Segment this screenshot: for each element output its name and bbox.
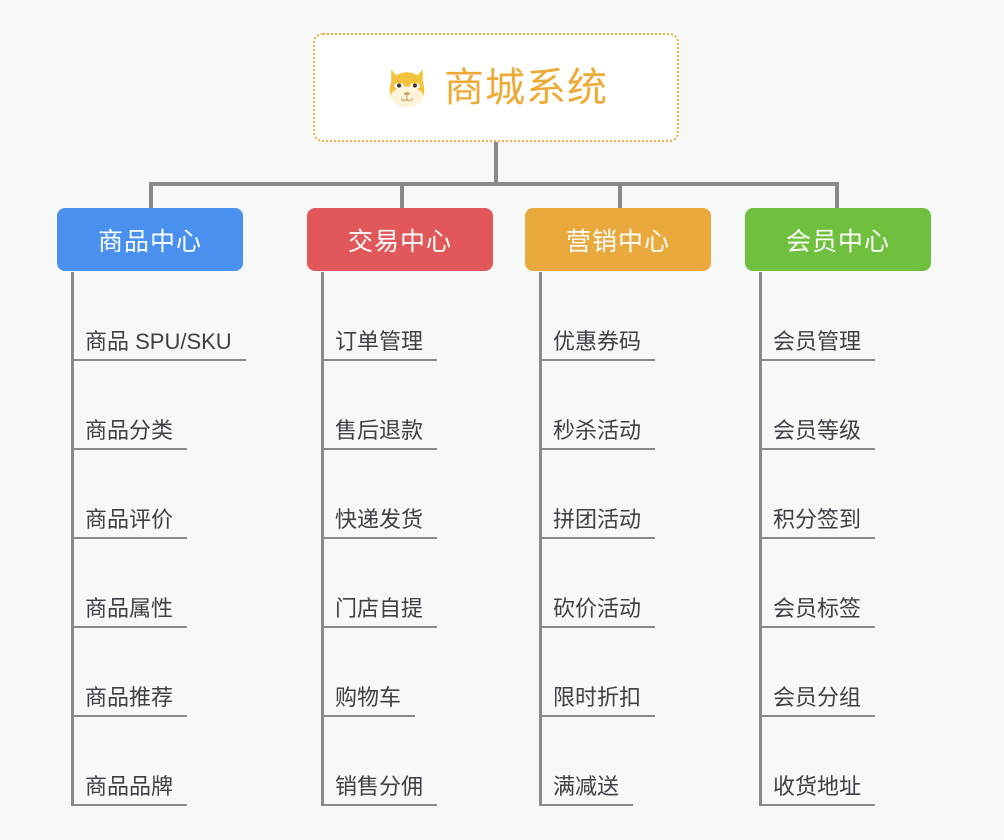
leaf-item[interactable]: 优惠券码 — [539, 272, 656, 361]
leaf-item[interactable]: 售后退款 — [321, 361, 438, 450]
root-node[interactable]: 商城系统 — [313, 33, 679, 142]
leaf-item-label: 购物车 — [335, 684, 402, 710]
leaf-item-label: 拼团活动 — [553, 506, 642, 532]
leaf-item-label: 优惠券码 — [553, 328, 642, 354]
leaf-item-label: 会员标签 — [773, 595, 862, 621]
root-title: 商城系统 — [444, 65, 608, 110]
category-label-trade: 交易中心 — [347, 227, 452, 256]
leaf-item-label: 会员管理 — [773, 328, 862, 354]
leaf-item-label: 商品推荐 — [85, 684, 174, 710]
leaf-item[interactable]: 商品属性 — [71, 539, 188, 628]
leaf-item-label: 商品属性 — [85, 595, 174, 621]
leaf-item-label: 砍价活动 — [553, 595, 642, 621]
leaf-trunk — [71, 272, 74, 806]
leaf-item[interactable]: 积分签到 — [759, 450, 876, 539]
connector-drop-3 — [618, 182, 622, 210]
leaf-item-label: 商品评价 — [85, 506, 174, 532]
leaf-item[interactable]: 收货地址 — [759, 717, 876, 806]
leaf-item[interactable]: 商品推荐 — [71, 628, 188, 717]
leaf-item-label: 门店自提 — [335, 595, 424, 621]
leaf-item[interactable]: 会员管理 — [759, 272, 876, 361]
leaf-item[interactable]: 销售分佣 — [321, 717, 438, 806]
leaf-item[interactable]: 满减送 — [539, 717, 634, 806]
leaf-item-label: 快递发货 — [335, 506, 424, 532]
leaf-item-label: 满减送 — [553, 773, 620, 799]
leaf-item[interactable]: 拼团活动 — [539, 450, 656, 539]
category-box-trade[interactable]: 交易中心 — [307, 208, 493, 271]
leaf-item[interactable]: 会员分组 — [759, 628, 876, 717]
leaf-item-label: 售后退款 — [335, 417, 424, 443]
leaf-item[interactable]: 快递发货 — [321, 450, 438, 539]
connector-drop-1 — [149, 182, 153, 210]
leaf-trunk — [321, 272, 324, 806]
connector-horizontal-bus — [149, 182, 839, 186]
leaf-item[interactable]: 限时折扣 — [539, 628, 656, 717]
category-label-product: 商品中心 — [97, 227, 202, 256]
connector-drop-4 — [835, 182, 839, 210]
leaf-item[interactable]: 购物车 — [321, 628, 416, 717]
connector-root-stem — [494, 142, 498, 184]
leaf-item-label: 商品分类 — [85, 417, 174, 443]
connector-drop-2 — [400, 182, 404, 210]
leaf-item-label: 销售分佣 — [335, 773, 424, 799]
category-box-member[interactable]: 会员中心 — [745, 208, 931, 271]
leaf-item-label: 积分签到 — [773, 506, 862, 532]
shiba-dog-face-icon — [389, 68, 425, 107]
leaf-item[interactable]: 商品品牌 — [71, 717, 188, 806]
leaf-item[interactable]: 商品评价 — [71, 450, 188, 539]
leaf-item[interactable]: 会员等级 — [759, 361, 876, 450]
leaf-item[interactable]: 门店自提 — [321, 539, 438, 628]
leaf-item[interactable]: 商品 SPU/SKU — [71, 272, 246, 361]
leaf-trunk — [759, 272, 762, 806]
leaf-item-label: 商品 SPU/SKU — [85, 328, 232, 354]
leaf-item[interactable]: 会员标签 — [759, 539, 876, 628]
leaf-item-label: 限时折扣 — [553, 684, 642, 710]
leaf-item[interactable]: 商品分类 — [71, 361, 188, 450]
leaf-item-label: 收货地址 — [773, 773, 862, 799]
leaf-item-label: 会员分组 — [773, 684, 862, 710]
leaf-item-label: 订单管理 — [335, 328, 424, 354]
leaf-item[interactable]: 秒杀活动 — [539, 361, 656, 450]
leaf-item-label: 会员等级 — [773, 417, 862, 443]
category-box-product[interactable]: 商品中心 — [57, 208, 243, 271]
leaf-item-label: 商品品牌 — [85, 773, 174, 799]
category-label-marketing: 营销中心 — [565, 227, 670, 256]
leaf-item[interactable]: 砍价活动 — [539, 539, 656, 628]
category-label-member: 会员中心 — [785, 227, 890, 256]
leaf-item[interactable]: 订单管理 — [321, 272, 438, 361]
leaf-trunk — [539, 272, 542, 806]
category-box-marketing[interactable]: 营销中心 — [525, 208, 711, 271]
leaf-item-label: 秒杀活动 — [553, 417, 642, 443]
